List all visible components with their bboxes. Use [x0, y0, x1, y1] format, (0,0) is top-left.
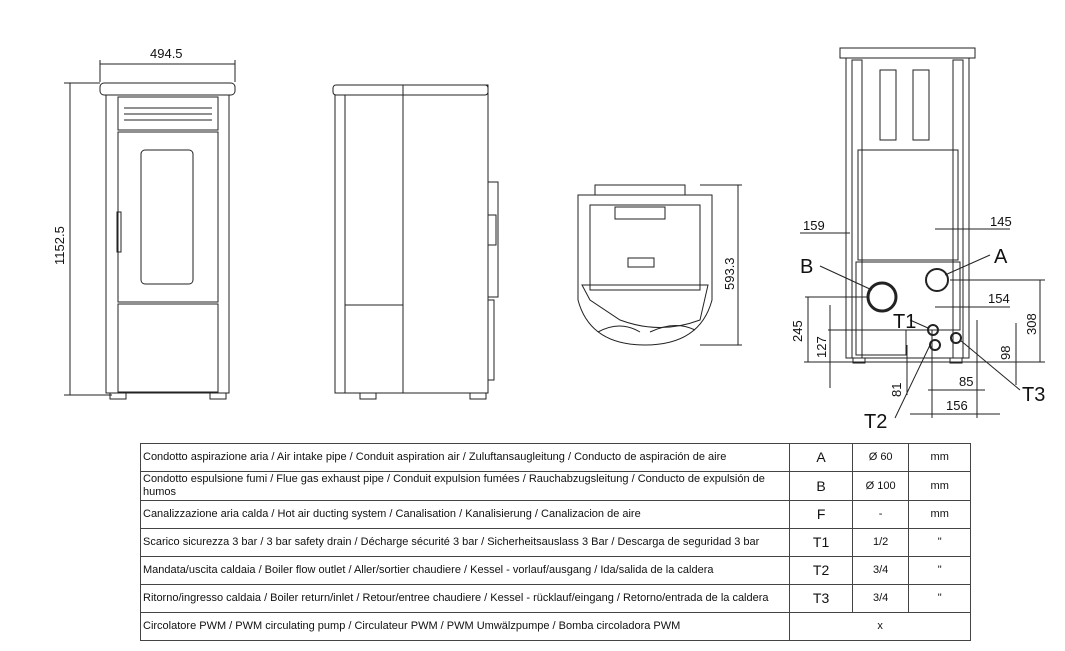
row-value: Ø 60 [851, 443, 910, 472]
row-unit: " [908, 584, 971, 613]
dim-98: 98 [998, 346, 1013, 360]
row-value: 1/2 [851, 528, 910, 557]
dim-308: 308 [1024, 313, 1039, 335]
table-row: Condotto aspirazione aria / Air intake p… [139, 443, 971, 472]
dim-159: 159 [803, 218, 825, 233]
dim-front-height: 1152.5 [52, 226, 67, 265]
row-code: F [789, 500, 853, 529]
label-t1: T1 [893, 311, 916, 333]
dim-245: 245 [790, 320, 805, 342]
label-t3: T3 [1022, 384, 1045, 406]
row-unit: " [908, 528, 971, 557]
row-unit: mm [908, 443, 971, 472]
table-row: Canalizzazione aria calda / Hot air duct… [139, 500, 971, 529]
row-code: T2 [789, 556, 853, 585]
row-unit: mm [908, 500, 971, 529]
dim-85: 85 [959, 374, 973, 389]
side-view [332, 84, 499, 400]
row-unit: " [908, 556, 971, 585]
dim-156: 156 [946, 398, 968, 413]
top-view: 593.3 [577, 184, 742, 346]
row-unit: mm [908, 471, 971, 501]
dim-81: 81 [889, 383, 904, 397]
row-value: 3/4 [851, 584, 910, 613]
table-row: Scarico sicurezza 3 bar / 3 bar safety d… [139, 528, 971, 557]
row-code: T1 [789, 528, 853, 557]
row-description: Condotto aspirazione aria / Air intake p… [139, 443, 791, 472]
table-row: Mandata/uscita caldaia / Boiler flow out… [139, 556, 971, 585]
dim-154: 154 [988, 291, 1010, 306]
back-view: 159 145 154 245 127 308 98 81 85 156 B A… [790, 47, 1045, 433]
label-t2: T2 [864, 411, 887, 433]
row-code: A [789, 443, 853, 472]
row-value: x [789, 612, 971, 641]
row-description: Ritorno/ingresso caldaia / Boiler return… [139, 584, 791, 613]
dim-top-depth: 593.3 [722, 257, 737, 290]
front-view: 494.5 1152.5 [52, 46, 236, 400]
table-row: Condotto espulsione fumi / Flue gas exha… [139, 471, 971, 501]
row-description: Scarico sicurezza 3 bar / 3 bar safety d… [139, 528, 791, 557]
row-description: Mandata/uscita caldaia / Boiler flow out… [139, 556, 791, 585]
label-a: A [994, 246, 1008, 268]
table-row-pump: Circolatore PWM / PWM circulating pump /… [139, 612, 971, 641]
row-code: B [789, 471, 853, 501]
row-value: Ø 100 [851, 471, 910, 501]
table-row: Ritorno/ingresso caldaia / Boiler return… [139, 584, 971, 613]
row-description: Condotto espulsione fumi / Flue gas exha… [139, 471, 791, 501]
row-description: Canalizzazione aria calda / Hot air duct… [139, 500, 791, 529]
row-code: T3 [789, 584, 853, 613]
dim-145: 145 [990, 214, 1012, 229]
connections-table: Condotto aspirazione aria / Air intake p… [139, 443, 971, 641]
dim-front-width: 494.5 [150, 46, 183, 61]
row-value: - [851, 500, 910, 529]
label-b: B [800, 256, 813, 278]
row-description: Circolatore PWM / PWM circulating pump /… [139, 612, 791, 641]
dim-127: 127 [814, 336, 829, 358]
row-value: 3/4 [851, 556, 910, 585]
